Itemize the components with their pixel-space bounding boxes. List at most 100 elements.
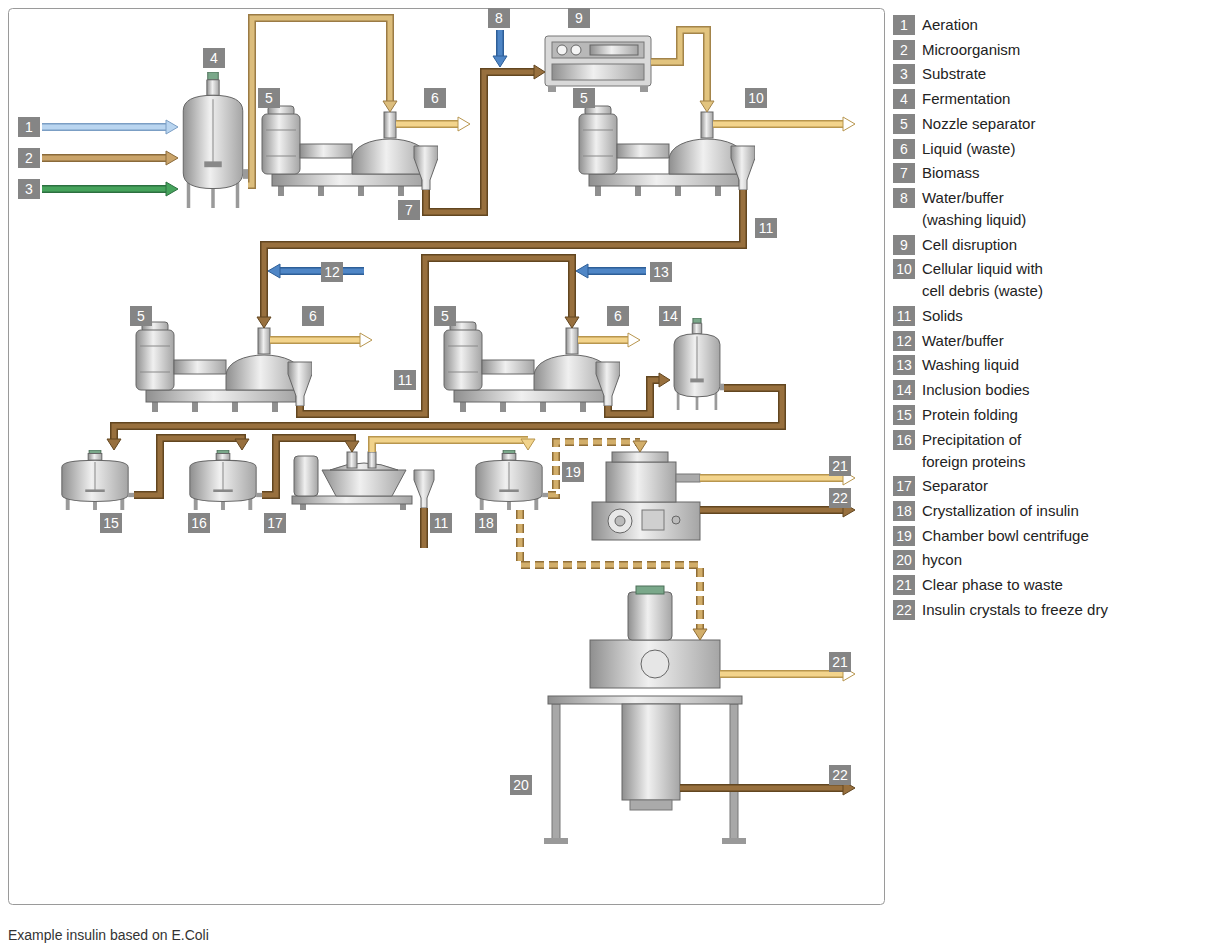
legend-number: 2 <box>893 40 915 60</box>
legend-text: Substrate <box>922 63 986 85</box>
pipe-connector <box>548 441 647 495</box>
legend-text: Water/buffer <box>922 330 1004 352</box>
legend-number: 16 <box>893 430 915 450</box>
callout-number: 4 <box>203 48 225 68</box>
equipment-node: 5 <box>577 112 755 190</box>
equipment-node: 17 <box>290 452 436 508</box>
pipe-connector <box>262 438 359 495</box>
callout-number: 21 <box>829 652 851 672</box>
callout-number: 22 <box>829 765 851 785</box>
legend-number: 13 <box>893 355 915 375</box>
callout-number: 6 <box>424 88 446 108</box>
legend-number: 17 <box>893 476 915 496</box>
equipment-node: 5 <box>442 328 620 406</box>
legend-text: Fermentation <box>922 88 1010 110</box>
callout-number: 5 <box>130 306 152 326</box>
legend-text: Nozzle separator <box>922 113 1035 135</box>
legend-number: 14 <box>893 380 915 400</box>
callout-number: 11 <box>394 370 416 390</box>
callout-number: 1 <box>18 117 40 137</box>
callout-number: 19 <box>562 462 584 482</box>
equipment-node: 18 <box>470 450 548 510</box>
legend-text: Biomass <box>922 162 980 184</box>
callout-number: 3 <box>18 179 40 199</box>
legend-number: 12 <box>893 331 915 351</box>
callout-number: 21 <box>829 456 851 476</box>
callout-number: 11 <box>430 513 452 533</box>
legend-text: Solids <box>922 305 963 327</box>
legend-number: 5 <box>893 114 915 134</box>
legend-number: 8 <box>893 188 915 208</box>
legend-number: 6 <box>893 139 915 159</box>
callout-number: 8 <box>488 8 510 28</box>
callout-number: 5 <box>258 88 280 108</box>
legend-text: Chamber bowl centrifuge <box>922 525 1089 547</box>
legend-text: Crystallization of insulin <box>922 500 1079 522</box>
legend-text: Inclusion bodies <box>922 379 1030 401</box>
pipe-connector <box>372 439 535 452</box>
callout-number: 14 <box>659 306 681 326</box>
callout-number: 17 <box>264 513 286 533</box>
legend-text: hycon <box>922 549 962 571</box>
equipment-node: 19 <box>588 452 700 540</box>
callout-number: 10 <box>745 88 767 108</box>
pipe-connector <box>651 30 714 112</box>
equipment-node: 16 <box>184 450 262 510</box>
legend-number: 19 <box>893 526 915 546</box>
legend-number: 3 <box>893 64 915 84</box>
callout-number: 6 <box>607 306 629 326</box>
legend-number: 15 <box>893 405 915 425</box>
legend-number: 21 <box>893 575 915 595</box>
callout-number: 6 <box>302 306 324 326</box>
pipe-connector <box>134 438 249 495</box>
legend-number: 9 <box>893 235 915 255</box>
legend-text: Protein folding <box>922 404 1018 426</box>
legend-text: Cellular liquid with cell debris (waste) <box>922 258 1056 302</box>
equipment-node: 5 <box>134 328 312 406</box>
callout-number: 5 <box>573 88 595 108</box>
callout-number: 13 <box>650 262 672 282</box>
callout-number: 12 <box>321 262 343 282</box>
pipe-connector <box>248 18 397 185</box>
legend-text: Washing liquid <box>922 354 1019 376</box>
callout-number: 15 <box>100 513 122 533</box>
callout-number: 18 <box>475 513 497 533</box>
equipment-node: 14 <box>670 318 724 410</box>
equipment-node: 5 <box>260 112 438 190</box>
pipe-connector <box>608 373 670 414</box>
callout-number: 22 <box>829 488 851 508</box>
legend-number: 22 <box>893 600 915 620</box>
legend-text: Clear phase to waste <box>922 574 1063 596</box>
legend-number: 18 <box>893 501 915 521</box>
legend-text: Aeration <box>922 14 978 36</box>
caption: Example insulin based on E.Coli <box>8 924 209 946</box>
callout-number: 11 <box>755 218 777 238</box>
legend-text: Cell disruption <box>922 234 1017 256</box>
legend-text: Microorganism <box>922 39 1020 61</box>
legend-number: 7 <box>893 163 915 183</box>
legend-text: Separator <box>922 475 988 497</box>
pipe-connector <box>300 258 579 414</box>
legend-text: Precipitation of foreign proteins <box>922 429 1037 473</box>
equipment-node: 9 <box>545 36 651 86</box>
callout-number: 16 <box>188 513 210 533</box>
equipment-node: 4 <box>178 72 248 208</box>
callout-number: 5 <box>434 306 456 326</box>
legend-text: Insulin crystals to freeze dry <box>922 599 1108 621</box>
legend-number: 20 <box>893 550 915 570</box>
legend-number: 1 <box>893 15 915 35</box>
callout-number: 7 <box>398 200 420 220</box>
legend-text: Water/buffer (washing liquid) <box>922 187 1037 231</box>
legend-number: 11 <box>893 306 915 326</box>
pipe-connector <box>520 510 707 640</box>
callout-number: 20 <box>510 775 532 795</box>
callout-number: 9 <box>568 8 590 28</box>
equipment-node: 15 <box>56 450 134 510</box>
callout-number: 2 <box>18 148 40 168</box>
legend-text: Liquid (waste) <box>922 138 1015 160</box>
legend-number: 4 <box>893 89 915 109</box>
equipment-node: 20 <box>560 640 740 840</box>
legend-number: 10 <box>893 259 915 279</box>
